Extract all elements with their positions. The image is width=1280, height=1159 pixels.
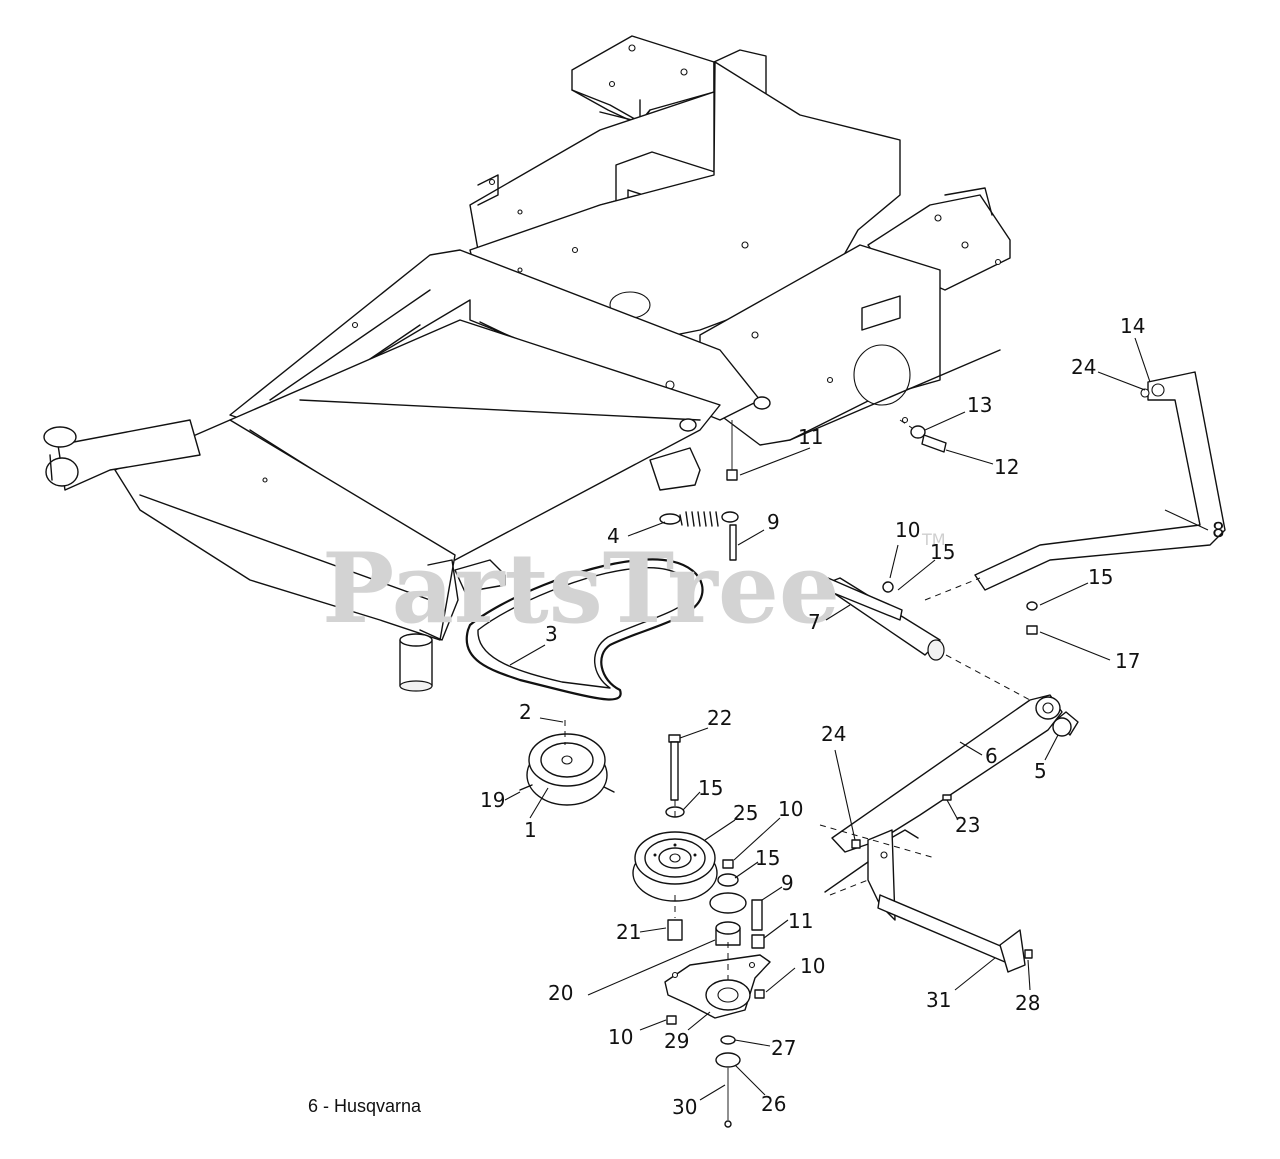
callout-9-lower: 9 <box>781 871 794 895</box>
mower-frame <box>43 35 1011 692</box>
leader-lines <box>504 337 1209 1101</box>
callout-12: 12 <box>994 455 1019 479</box>
callout-28: 28 <box>1015 991 1040 1015</box>
callout-15-mid: 15 <box>755 846 780 870</box>
callout-11-upper: 11 <box>798 425 823 449</box>
callout-15-right: 15 <box>1088 565 1113 589</box>
callout-30: 30 <box>672 1095 697 1119</box>
callout-7: 7 <box>808 610 821 634</box>
callout-22: 22 <box>707 706 732 730</box>
callout-23: 23 <box>955 813 980 837</box>
callout-11-lower: 11 <box>788 909 813 933</box>
callout-14: 14 <box>1120 314 1145 338</box>
callout-21: 21 <box>616 920 641 944</box>
part-8-bracket <box>974 371 1226 591</box>
callout-19: 19 <box>480 788 505 812</box>
callout-26: 26 <box>761 1092 786 1116</box>
callout-10-upper: 10 <box>895 518 920 542</box>
callout-10-mid: 10 <box>778 797 803 821</box>
part-31-rod <box>819 824 1026 973</box>
callout-1: 1 <box>524 818 537 842</box>
callout-9-upper: 9 <box>767 510 780 534</box>
callout-2: 2 <box>519 700 532 724</box>
callout-10-lower-left: 10 <box>608 1025 633 1049</box>
callout-31: 31 <box>926 988 951 1012</box>
part-1-pulley <box>519 733 615 806</box>
callout-labels: 1 2 3 4 5 6 7 8 9 9 10 10 10 10 11 11 12… <box>480 314 1225 1119</box>
callout-20: 20 <box>548 981 573 1005</box>
callout-15-lower: 15 <box>698 776 723 800</box>
callout-27: 27 <box>771 1036 796 1060</box>
callout-4: 4 <box>607 524 620 548</box>
part-25-idler-pulley <box>632 831 718 902</box>
watermark-text: PartsTree <box>322 532 840 645</box>
callout-24-lower: 24 <box>821 722 846 746</box>
callout-10-lower-right: 10 <box>800 954 825 978</box>
callout-3: 3 <box>545 622 558 646</box>
watermark-tm: TM <box>921 530 946 549</box>
part-4-spring <box>659 511 739 527</box>
callout-24-upper: 24 <box>1071 355 1096 379</box>
callout-15-upper: 15 <box>930 540 955 564</box>
part-7-shaft <box>821 577 1031 701</box>
part-6-arm <box>831 694 1063 853</box>
callout-25: 25 <box>733 801 758 825</box>
callout-5: 5 <box>1034 759 1047 783</box>
callout-29: 29 <box>664 1029 689 1053</box>
part-3-belt <box>465 558 704 701</box>
callout-13: 13 <box>967 393 992 417</box>
callout-17: 17 <box>1115 649 1140 673</box>
callout-8: 8 <box>1212 518 1225 542</box>
diagram-caption: 6 - Husqvarna <box>308 1096 422 1116</box>
part-9-bolt <box>729 524 737 561</box>
callout-6: 6 <box>985 744 998 768</box>
